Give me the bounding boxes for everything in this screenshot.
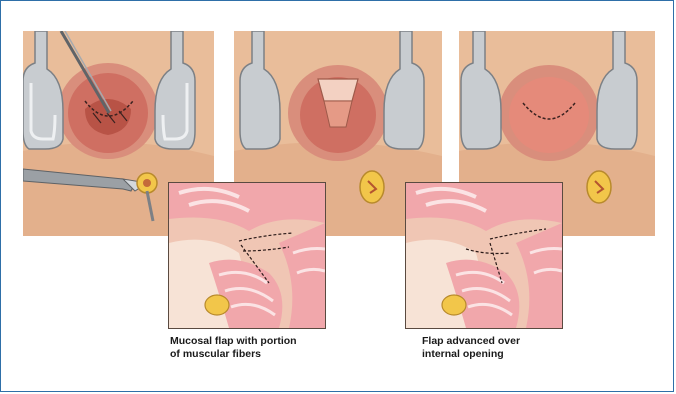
fistula-opening-icon xyxy=(205,295,229,315)
caption-flap-advanced: Flap advanced over internal opening xyxy=(422,335,592,361)
inset-cross-section-advanced xyxy=(405,182,563,329)
caption-mucosal-flap: Mucosal flap with portion of muscular fi… xyxy=(170,335,350,361)
fistula-opening-icon xyxy=(587,171,611,203)
fistula-opening-icon xyxy=(137,173,157,193)
fistula-opening-icon xyxy=(442,295,466,315)
inset-cross-section-flap xyxy=(168,182,326,329)
fistula-opening-icon xyxy=(360,171,384,203)
